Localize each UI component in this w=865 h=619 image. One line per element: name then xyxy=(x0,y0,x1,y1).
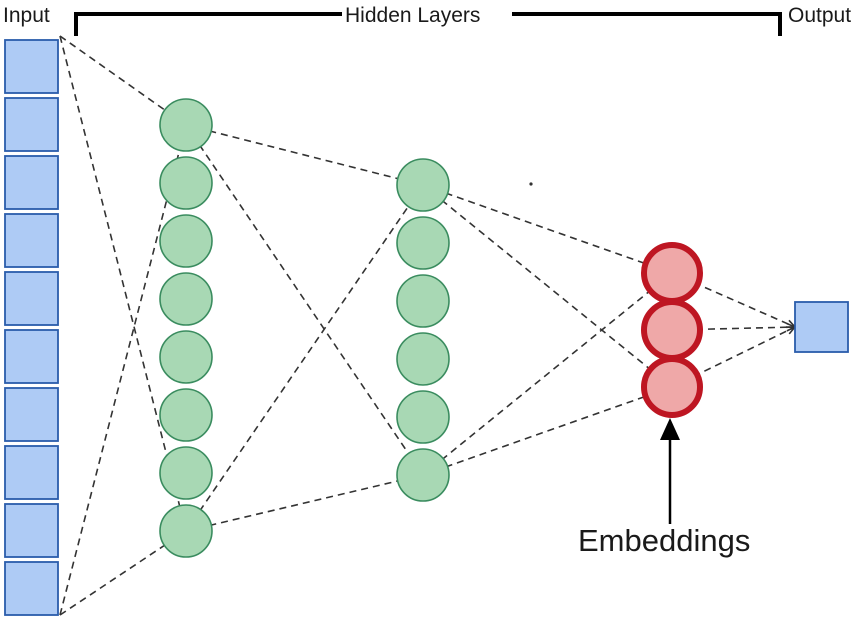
connection-line xyxy=(422,386,673,476)
hidden-node xyxy=(159,272,213,326)
embedding-node xyxy=(641,299,703,361)
input-node xyxy=(4,503,59,558)
input-node xyxy=(4,561,59,616)
hidden-layers-label: Hidden Layers xyxy=(345,4,481,27)
hidden-layer-1 xyxy=(159,98,213,558)
connection-line xyxy=(185,184,424,532)
hidden-node xyxy=(159,330,213,384)
connection-line xyxy=(185,474,424,532)
input-node xyxy=(4,445,59,500)
embedding-node xyxy=(641,242,703,304)
output-layer xyxy=(794,301,849,353)
input-node xyxy=(4,387,59,442)
hidden-node xyxy=(159,504,213,558)
connection-line xyxy=(422,184,673,274)
hidden-node xyxy=(396,158,450,212)
input-node xyxy=(4,155,59,210)
hidden-node xyxy=(396,448,450,502)
hidden-node xyxy=(159,388,213,442)
hidden-node xyxy=(159,156,213,210)
connection-line xyxy=(671,326,796,388)
hidden-node xyxy=(396,390,450,444)
connection-line xyxy=(59,35,187,532)
connection-line xyxy=(422,272,673,476)
embeddings-callout-arrow xyxy=(660,418,680,524)
hidden-node xyxy=(396,274,450,328)
hidden-node xyxy=(159,214,213,268)
input-node xyxy=(4,329,59,384)
hidden-node xyxy=(159,98,213,152)
hidden-layers-bracket xyxy=(74,12,782,36)
input-node xyxy=(4,213,59,268)
hidden-node xyxy=(159,446,213,500)
output-node xyxy=(794,301,849,353)
connection-line xyxy=(59,124,187,616)
stray-dot-artifact xyxy=(529,182,533,186)
input-node xyxy=(4,39,59,94)
connection-line xyxy=(422,184,673,388)
hidden-layer-2 xyxy=(396,158,450,502)
input-layer xyxy=(4,39,59,616)
connection-line xyxy=(185,124,424,186)
arrow-head-icon xyxy=(660,418,680,440)
embeddings-layer xyxy=(641,242,703,418)
connection-line xyxy=(671,272,796,328)
connection-line xyxy=(671,326,796,331)
embeddings-label: Embeddings xyxy=(578,523,751,558)
input-node xyxy=(4,271,59,326)
hidden-node xyxy=(396,216,450,270)
hidden-node xyxy=(396,332,450,386)
output-layer-label: Output xyxy=(788,4,852,27)
embedding-node xyxy=(641,356,703,418)
connection-line xyxy=(59,35,187,126)
input-node xyxy=(4,97,59,152)
connection-line xyxy=(185,124,424,476)
input-layer-label: Input xyxy=(3,4,50,27)
